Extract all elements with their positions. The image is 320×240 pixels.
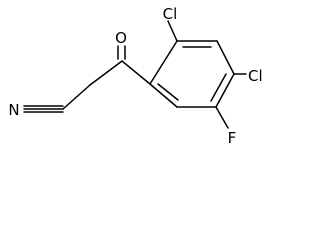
- ring-inner-bond-c4-c5: [210, 73, 227, 102]
- bond-c5-f: [215, 106, 229, 129]
- ring-bond-c3-c4: [216, 40, 235, 75]
- nitrogen-atom-label: N: [8, 101, 19, 119]
- bond-ch2-carbonyl: [89, 60, 123, 86]
- oxygen-atom-label: O: [115, 29, 127, 47]
- bond-carbonyl-ring: [121, 60, 151, 85]
- chlorine-4-atom-label: Cl: [248, 67, 263, 85]
- chemical-structure: O N Cl Cl F: [8, 5, 262, 147]
- ring-inner-bond-c6-c1: [157, 83, 179, 101]
- bond-c2-cl: [167, 20, 178, 42]
- ring-bond-c6-c1: [149, 83, 178, 108]
- fluorine-5-atom-label: F: [228, 129, 237, 147]
- atom-labels: O N Cl Cl F: [8, 5, 262, 147]
- chlorine-2-atom-label: Cl: [163, 5, 178, 23]
- ring-bond-c4-c5: [215, 73, 235, 108]
- molecule-bonds: [23, 20, 247, 129]
- ring-bond-c1-c2: [149, 40, 178, 85]
- bond-nitrile-ch2: [62, 84, 91, 110]
